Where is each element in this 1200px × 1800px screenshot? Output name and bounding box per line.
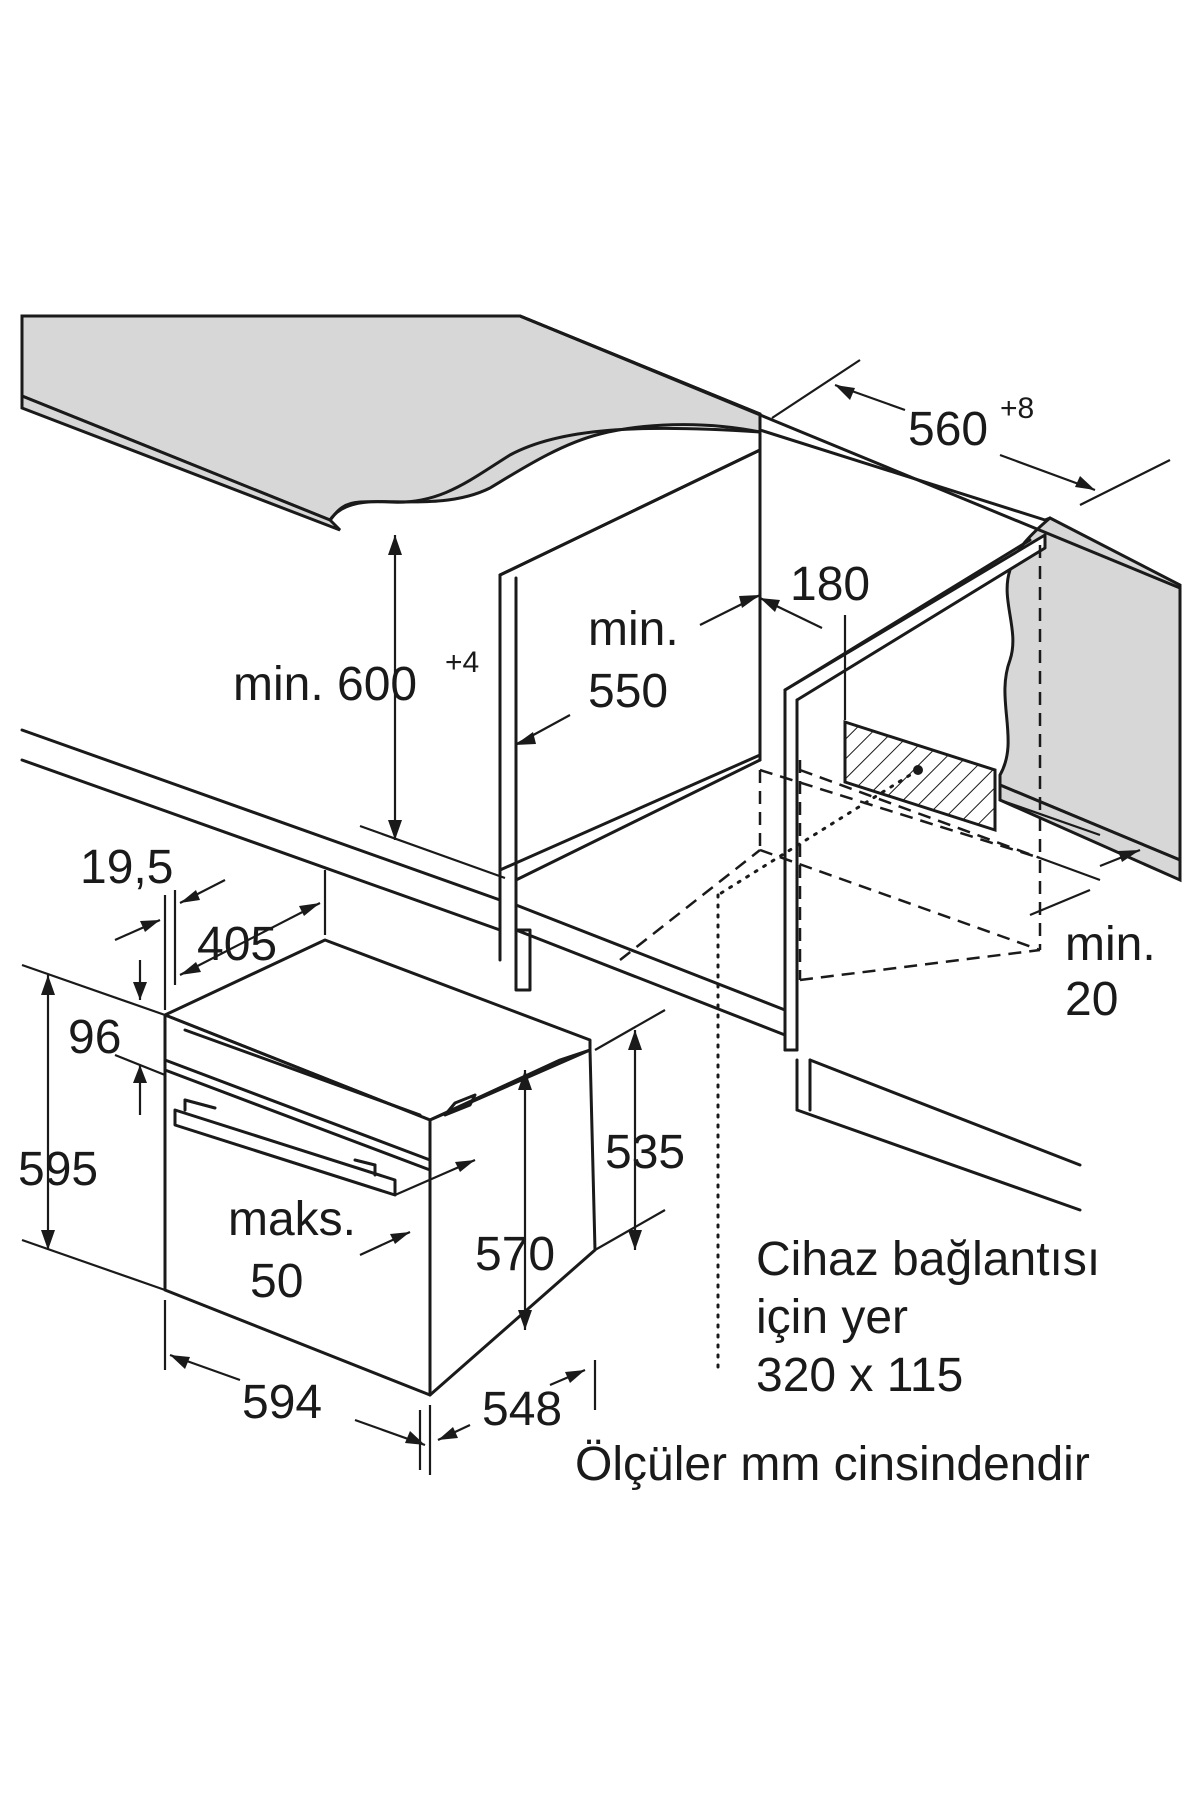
cabinet-niche <box>20 314 1182 1212</box>
label-594: 594 <box>242 1376 322 1429</box>
label-548: 548 <box>482 1383 562 1436</box>
label-maks-line1: maks. <box>228 1193 356 1246</box>
label-535: 535 <box>605 1126 685 1179</box>
dimension-lines <box>21 359 1171 1475</box>
label-595: 595 <box>18 1143 98 1196</box>
label-560: 560 <box>908 403 988 456</box>
label-min-550-line1: min. <box>588 603 679 656</box>
countertop <box>20 314 762 532</box>
label-min-550-line2: 550 <box>588 665 668 718</box>
label-min-600: min. 600 <box>233 658 417 711</box>
side-wall-panel <box>998 516 1182 883</box>
oven <box>163 938 597 1397</box>
units-note: Ölçüler mm cinsindendir <box>575 1438 1090 1491</box>
connection-label-line1: Cihaz bağlantısı <box>756 1233 1100 1286</box>
label-560-tolerance: +8 <box>1000 392 1034 425</box>
dimension-labels: 560 +8 min. 600 +4 min. 550 180 19,5 405… <box>18 392 1156 1491</box>
label-19-5: 19,5 <box>80 841 173 894</box>
label-min-600-tolerance: +4 <box>445 646 479 679</box>
hidden-niche-outline <box>619 545 1042 982</box>
connection-area <box>716 719 997 1377</box>
label-maks-line2: 50 <box>250 1255 303 1308</box>
label-405: 405 <box>197 918 277 971</box>
label-570: 570 <box>475 1228 555 1281</box>
label-180: 180 <box>790 558 870 611</box>
connection-label-line2: için yer <box>756 1291 908 1344</box>
label-96: 96 <box>68 1011 121 1064</box>
label-min-20-line1: min. <box>1065 918 1156 971</box>
label-min-20-line2: 20 <box>1065 973 1118 1026</box>
connection-label-line3: 320 x 115 <box>756 1349 963 1402</box>
